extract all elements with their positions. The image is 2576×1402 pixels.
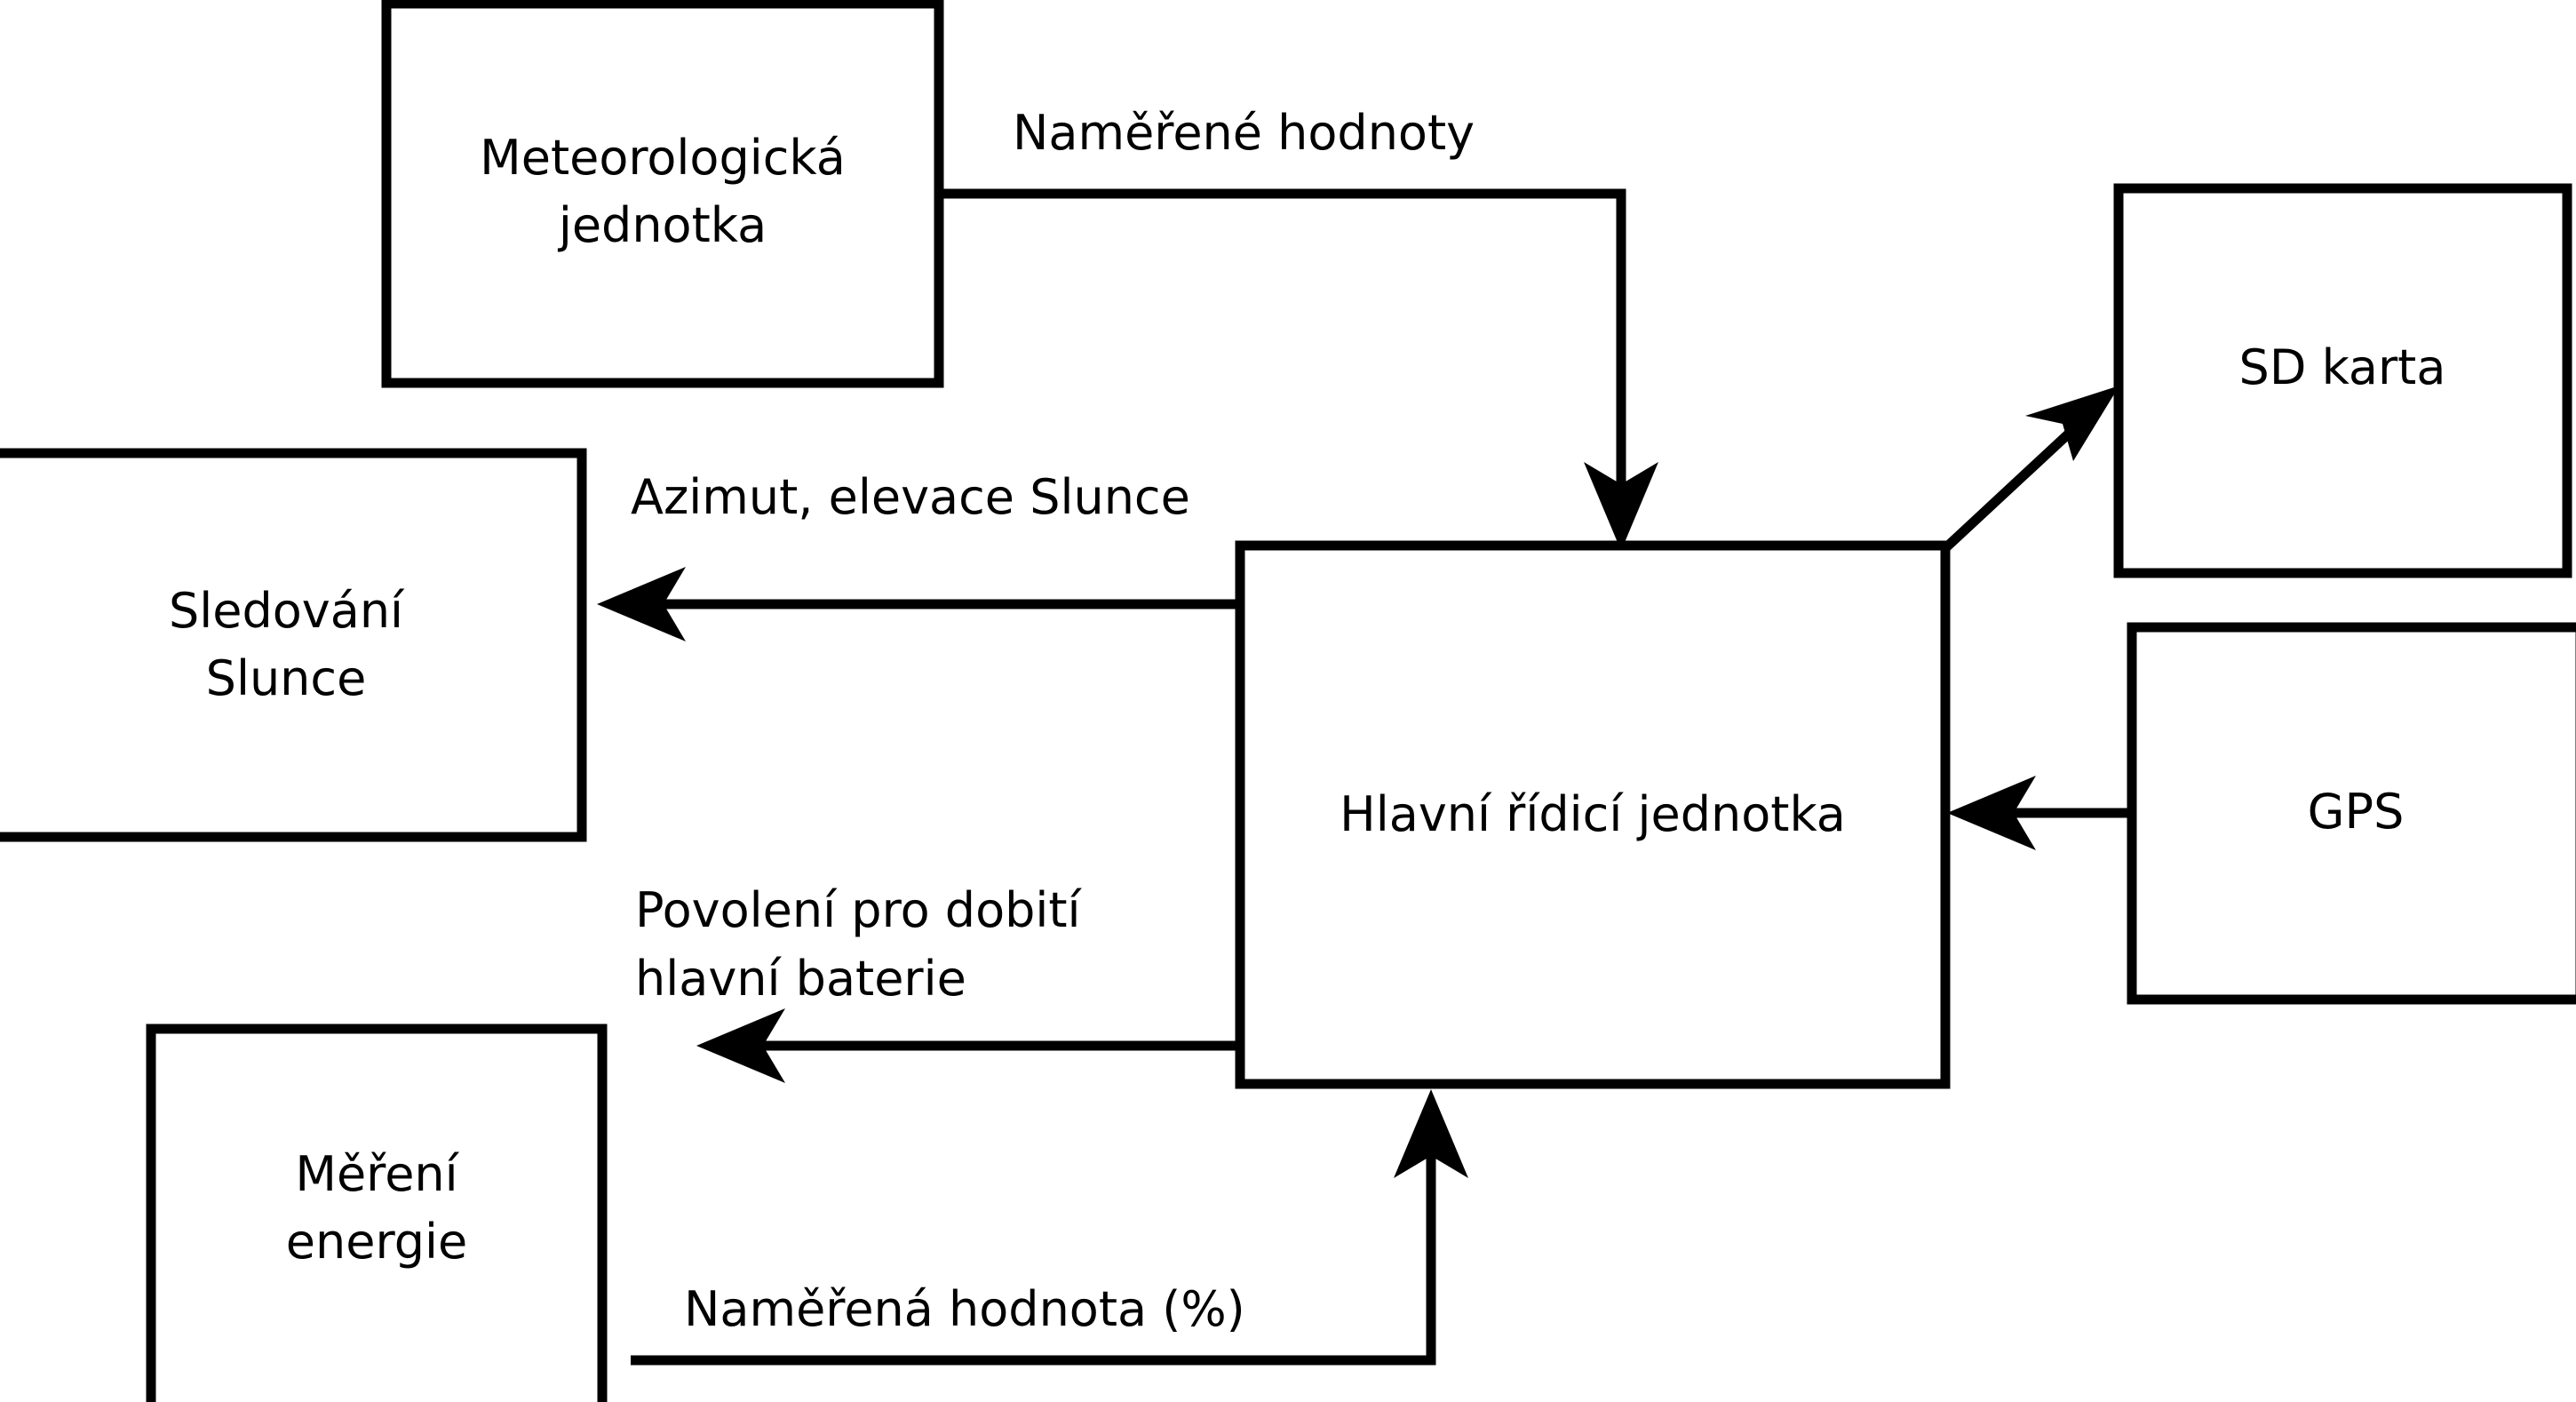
node-meteo-unit-label-line2: jednotka xyxy=(558,197,767,253)
node-energy-measurement-box[interactable] xyxy=(146,1024,608,1402)
edge-label-charge-permission-line1: Povolení pro dobití xyxy=(635,882,1083,938)
node-sun-tracking-box[interactable] xyxy=(0,448,587,842)
arrow-head-left-to-energy xyxy=(696,1008,785,1083)
edge-label-measured-value-percent: Naměřená hodnota (%) xyxy=(684,1281,1245,1337)
edge-gps-to-main xyxy=(1947,776,2132,850)
node-main-control-unit-label: Hlavní řídicí jednotka xyxy=(1340,786,1846,842)
arrow-head-up-to-main xyxy=(1394,1089,1468,1178)
node-sd-card-box[interactable] xyxy=(2113,183,2572,578)
node-sun-tracking-label-line2: Slunce xyxy=(206,650,367,706)
edge-main-to-sd-line xyxy=(1942,428,2073,553)
arrow-head-left-to-sun xyxy=(597,567,686,641)
node-sd-card-label: SD karta xyxy=(2239,339,2446,395)
node-energy-measurement-label-line2: energie xyxy=(286,1214,467,1270)
node-gps-label: GPS xyxy=(2308,784,2405,840)
edge-label-measured-values: Naměřené hodnoty xyxy=(1013,105,1475,161)
node-gps-box[interactable] xyxy=(2127,622,2576,1005)
node-sd-card[interactable]: SD karta xyxy=(2113,183,2572,578)
arrow-head-left-to-main xyxy=(1947,776,2036,850)
node-meteo-unit[interactable]: Meteorologická jednotka xyxy=(381,0,944,388)
arrow-head-diagonal-to-sd xyxy=(2025,386,2119,461)
edge-main-to-energy xyxy=(696,1008,1240,1083)
node-energy-measurement-label-line1: Měření xyxy=(295,1146,459,1202)
node-sun-tracking-label-line1: Sledování xyxy=(169,583,405,639)
node-sun-tracking[interactable]: Sledování Slunce xyxy=(0,448,587,842)
node-main-control-unit-box[interactable] xyxy=(1235,540,1951,1089)
node-main-control-unit[interactable]: Hlavní řídicí jednotka xyxy=(1235,540,1951,1089)
edge-label-azimuth-elevation: Azimut, elevace Slunce xyxy=(631,469,1190,525)
edge-meteo-to-main-line xyxy=(939,188,1626,498)
node-meteo-unit-label-line1: Meteorologická xyxy=(480,130,846,186)
node-energy-measurement[interactable]: Měření energie xyxy=(146,1024,608,1402)
edge-energy-to-main xyxy=(631,1089,1468,1366)
edge-energy-to-main-line xyxy=(631,1146,1436,1366)
edge-main-to-sd xyxy=(1942,386,2119,553)
edge-meteo-to-main xyxy=(939,188,1658,551)
edge-label-charge-permission-line2: hlavní baterie xyxy=(635,951,966,1007)
arrow-head-down-to-main xyxy=(1584,462,1658,551)
node-meteo-unit-box[interactable] xyxy=(381,0,944,388)
node-gps[interactable]: GPS xyxy=(2127,622,2576,1005)
edge-main-to-sun xyxy=(597,567,1240,641)
